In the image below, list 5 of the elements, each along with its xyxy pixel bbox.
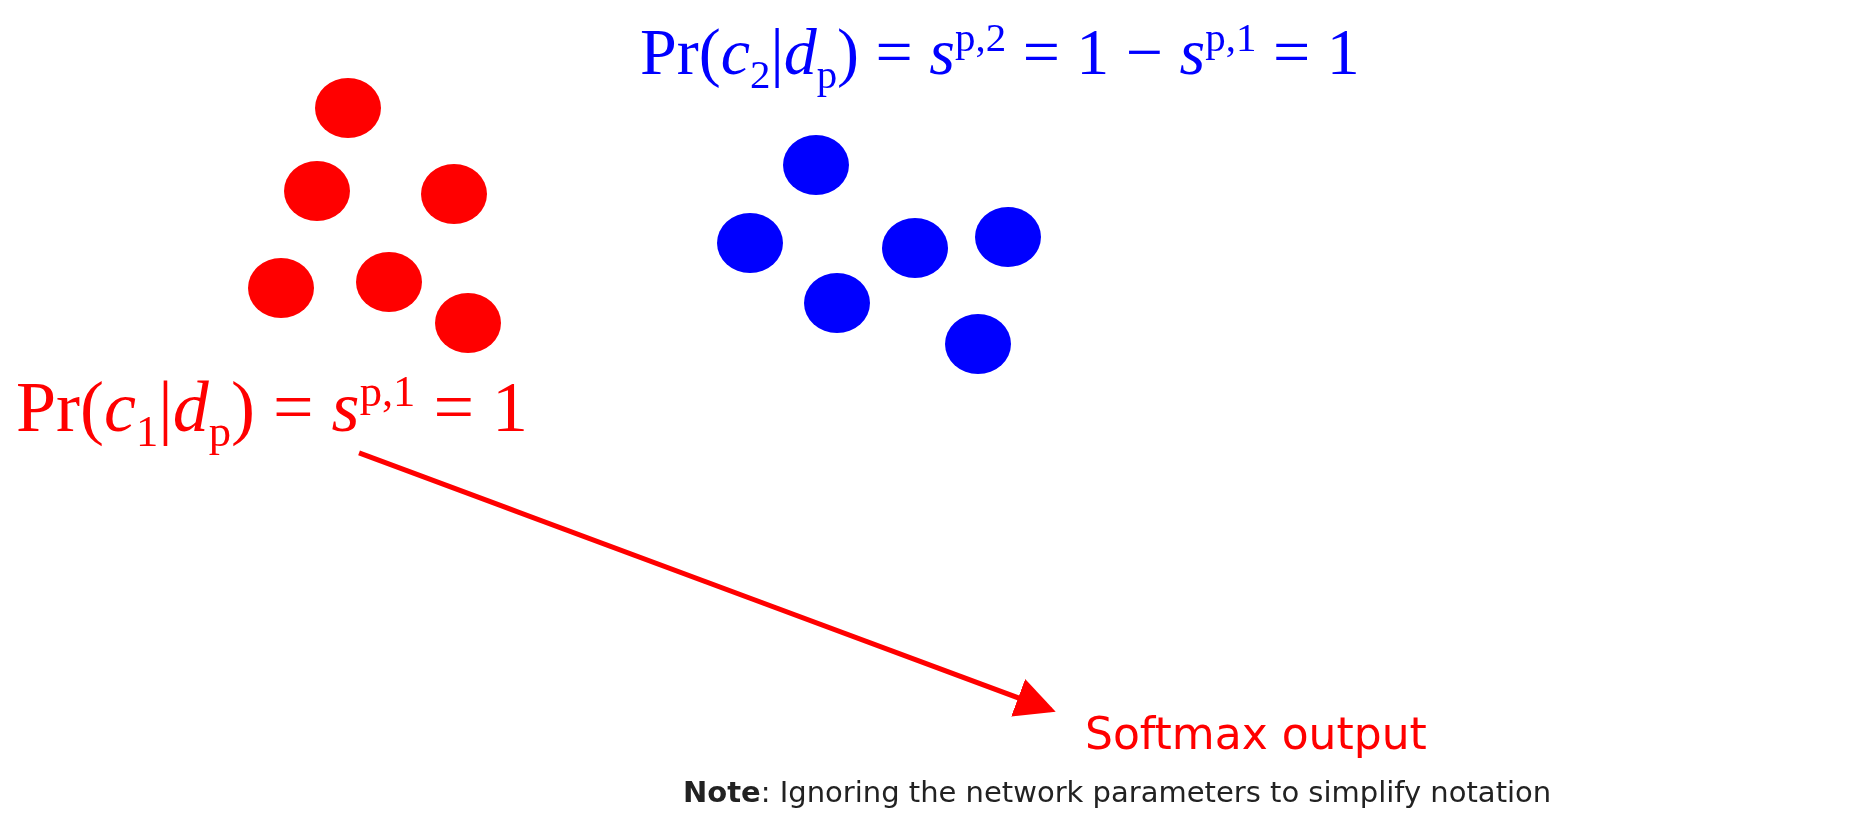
arrow <box>358 450 1056 717</box>
probability-formula: Pr(c$_{2}$|d$_{p}$) = s$^{p,2}$ = 1 − s$^{p,1}$ = 1 <box>640 14 1360 100</box>
output-label: Softmax output <box>1085 708 1427 761</box>
note-text: Note: Ignoring the network parameters to simplify notation <box>683 775 1552 810</box>
probability-formula: Pr(c$_{1}$|d$_{p}$) = s$^{p,1}$ = 1 <box>16 364 529 459</box>
